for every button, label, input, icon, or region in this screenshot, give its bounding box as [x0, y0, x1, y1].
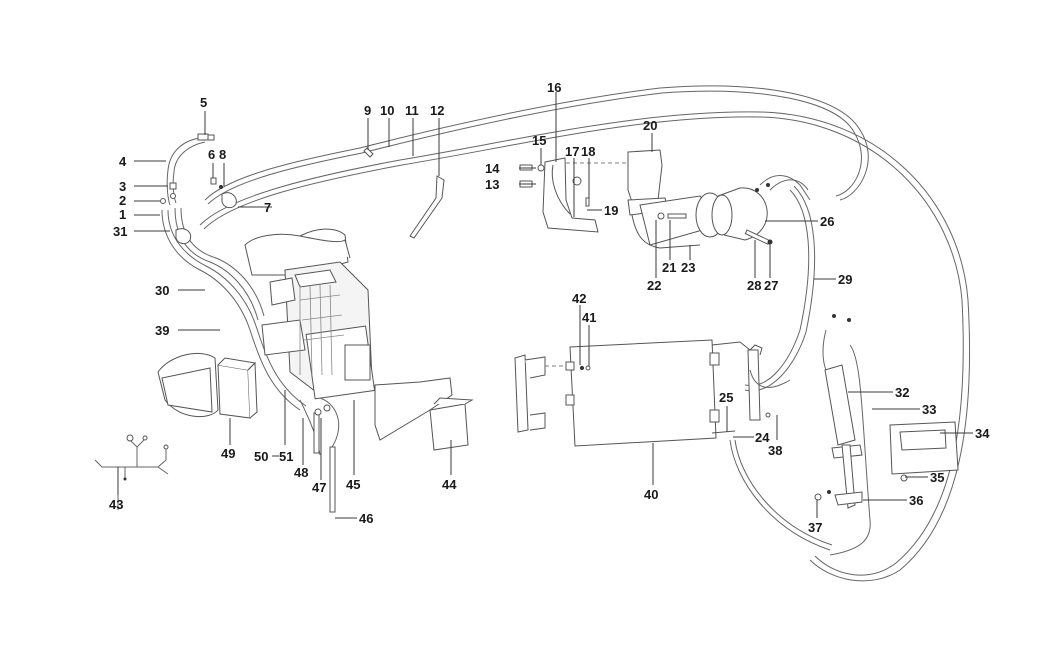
callout-14: 14: [485, 161, 500, 176]
air-ducts: [157, 352, 258, 419]
callout-46: 46: [359, 511, 373, 526]
callout-labels: 1 2 3 4 5 6 7 8 9 10 11 12 13 14 15 16 1…: [109, 80, 990, 535]
callout-40: 40: [644, 487, 658, 502]
left-hoses: [160, 133, 307, 411]
callout-50: 50: [254, 449, 268, 464]
callout-2: 2: [119, 193, 126, 208]
compressor: [627, 149, 811, 249]
compressor-bracket: [519, 157, 628, 233]
callout-43: 43: [109, 497, 123, 512]
callout-25: 25: [719, 390, 733, 405]
callout-15: 15: [532, 133, 546, 148]
callout-16: 16: [547, 80, 561, 95]
callout-21: 21: [662, 260, 676, 275]
callout-22: 22: [647, 278, 661, 293]
callout-28: 28: [747, 278, 761, 293]
callout-19: 19: [604, 203, 618, 218]
callout-38: 38: [768, 443, 782, 458]
callout-42: 42: [572, 291, 586, 306]
callout-12: 12: [430, 103, 444, 118]
condenser: [514, 339, 833, 551]
callout-8: 8: [219, 147, 226, 162]
leader-lines: [117, 92, 973, 519]
callout-44: 44: [442, 477, 457, 492]
callout-41: 41: [582, 310, 596, 325]
callout-18: 18: [581, 144, 595, 159]
long-pipes: [199, 85, 971, 582]
callout-1: 1: [119, 207, 126, 222]
callout-24: 24: [755, 430, 770, 445]
callout-45: 45: [346, 477, 360, 492]
callout-7: 7: [264, 200, 271, 215]
callout-26: 26: [820, 214, 834, 229]
callout-11: 11: [405, 103, 419, 118]
callout-49: 49: [221, 446, 235, 461]
clip-7: [210, 177, 237, 209]
callout-31: 31: [113, 224, 127, 239]
pipe-29: [744, 185, 816, 392]
callout-5: 5: [200, 95, 207, 110]
callout-20: 20: [643, 118, 657, 133]
callout-6: 6: [208, 147, 215, 162]
pipe-bracket-12: [363, 147, 445, 239]
callout-17: 17: [565, 144, 579, 159]
callout-36: 36: [909, 493, 923, 508]
receiver-drier: [814, 314, 959, 556]
callout-35: 35: [930, 470, 944, 485]
callout-51: 51: [279, 449, 293, 464]
duct-44: [374, 377, 474, 451]
callout-23: 23: [681, 260, 695, 275]
callout-37: 37: [808, 520, 822, 535]
callout-9: 9: [364, 103, 371, 118]
callout-48: 48: [294, 465, 308, 480]
callout-32: 32: [895, 385, 909, 400]
callout-4: 4: [119, 154, 127, 169]
callout-47: 47: [312, 480, 326, 495]
callout-13: 13: [485, 177, 499, 192]
callout-29: 29: [838, 272, 852, 287]
hvac-unit: [244, 228, 376, 400]
callout-33: 33: [922, 402, 936, 417]
callout-27: 27: [764, 278, 778, 293]
callout-10: 10: [380, 103, 394, 118]
callout-34: 34: [975, 426, 990, 441]
callout-30: 30: [155, 283, 169, 298]
lower-pipes: [299, 397, 340, 513]
callout-3: 3: [119, 179, 126, 194]
callout-39: 39: [155, 323, 169, 338]
